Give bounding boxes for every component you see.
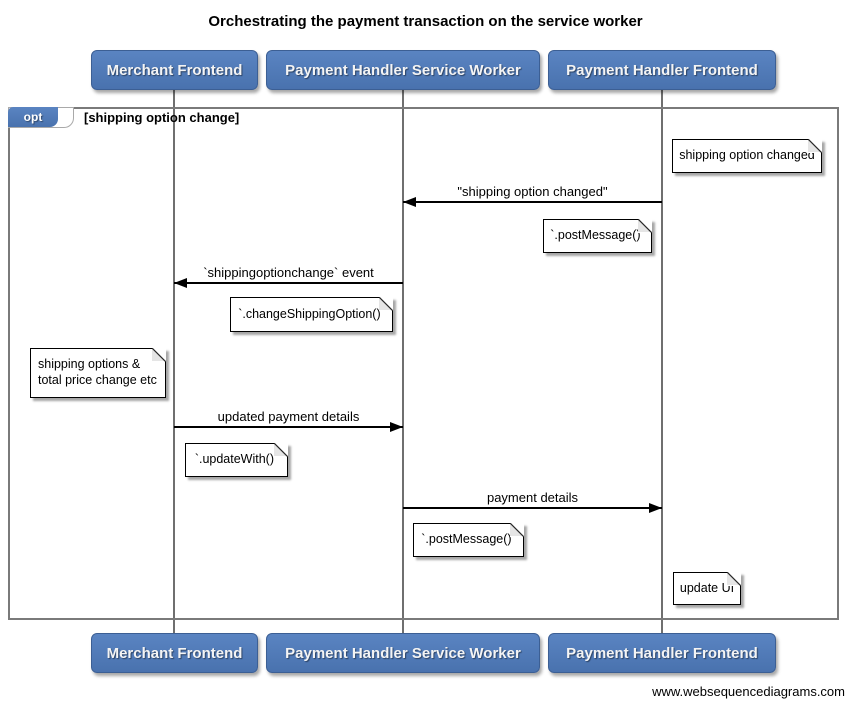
lifeline-payment-handler-service-worker	[402, 90, 404, 633]
arrowhead-right-icon	[390, 422, 403, 432]
arrowhead-left-icon	[403, 197, 416, 207]
note-text: `.changeShippingOption()`	[238, 306, 385, 321]
note-postmessage-1: `.postMessage()`	[543, 219, 652, 253]
actor-box-merchant-frontend: Merchant Frontend	[91, 50, 258, 90]
arrow-line	[403, 197, 662, 207]
message-label: "shipping option changed"	[457, 184, 608, 199]
message-shipping-option-changed: "shipping option changed"	[403, 184, 662, 207]
opt-fragment-frame	[8, 107, 839, 620]
note-text: shipping option changed	[679, 148, 815, 163]
arrowhead-right-icon	[649, 503, 662, 513]
note-fold-icon	[727, 572, 741, 586]
opt-operator-label: opt	[8, 107, 58, 127]
actor-box-payment-handler-frontend: Payment Handler Frontend	[548, 50, 776, 90]
note-fold-icon	[274, 443, 288, 457]
actor-box-payment-handler-service-worker: Payment Handler Service Worker	[266, 50, 540, 90]
message-payment-details: payment details	[403, 490, 662, 513]
note-fold-icon	[808, 139, 822, 153]
note-text: update UI	[679, 580, 735, 595]
note-text: `.postMessage()`	[550, 228, 645, 243]
actor-box-payment-handler-service-worker-bottom: Payment Handler Service Worker	[266, 633, 540, 673]
note-shipping-options-total-price: shipping options & total price change et…	[30, 348, 166, 398]
message-label: payment details	[486, 490, 579, 505]
note-update-ui: update UI	[673, 572, 741, 605]
note-text: `.postMessage()`	[421, 532, 516, 547]
note-fold-icon	[638, 219, 652, 233]
lifeline-merchant-frontend	[173, 90, 175, 633]
actor-box-payment-handler-frontend-bottom: Payment Handler Frontend	[548, 633, 776, 673]
note-postmessage-2: `.postMessage()`	[413, 523, 524, 557]
message-updated-payment-details: updated payment details	[174, 409, 403, 432]
message-label: updated payment details	[217, 409, 360, 424]
note-fold-icon	[379, 297, 393, 311]
arrowhead-left-icon	[174, 278, 187, 288]
note-changeshippingoption: `.changeShippingOption()`	[230, 297, 393, 332]
note-text: `.updateWith()`	[194, 452, 279, 467]
note-text-line: total price change etc	[38, 373, 157, 387]
note-text-line: shipping options &	[38, 357, 141, 372]
message-label: `shippingoptionchange` event	[203, 265, 374, 280]
actor-box-merchant-frontend-bottom: Merchant Frontend	[91, 633, 258, 673]
lifeline-payment-handler-frontend	[661, 90, 663, 633]
diagram-title: Orchestrating the payment transaction on…	[208, 13, 643, 30]
arrow-line	[174, 278, 403, 288]
opt-guard-label: [shipping option change]	[84, 110, 240, 125]
watermark-url: www.websequencediagrams.com	[652, 684, 845, 699]
note-updatewith: `.updateWith()`	[185, 443, 288, 477]
note-shipping-option-changed: shipping option changed	[672, 139, 822, 173]
arrow-line	[403, 503, 662, 513]
note-fold-icon	[152, 348, 166, 362]
arrow-line	[174, 422, 403, 432]
message-shippingoptionchange-event: `shippingoptionchange` event	[174, 265, 403, 288]
note-fold-icon	[510, 523, 524, 537]
